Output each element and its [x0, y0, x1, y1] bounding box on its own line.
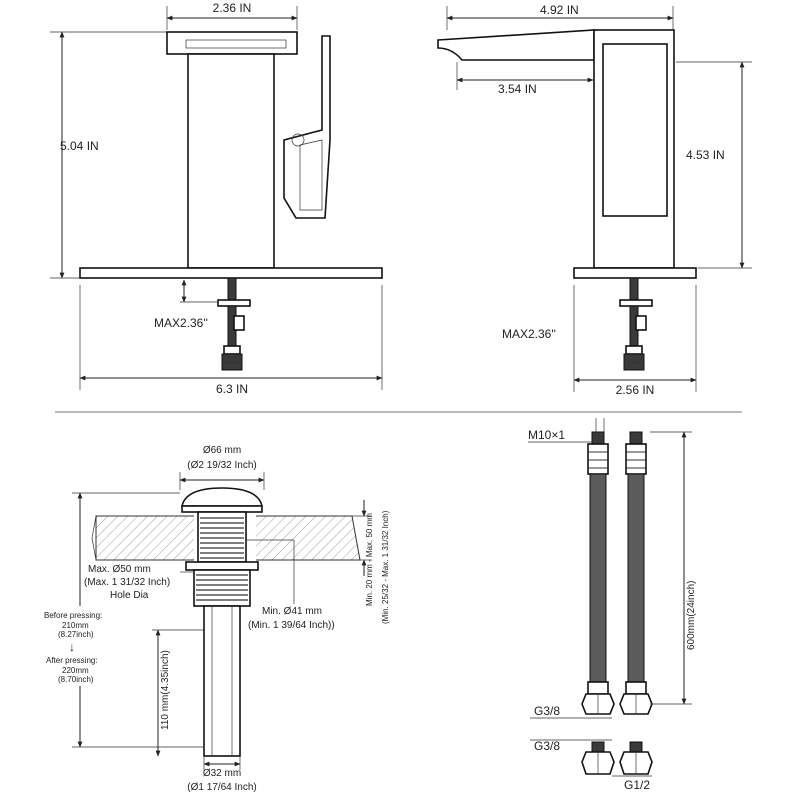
- drain-before-in: (8.27inch): [58, 630, 94, 639]
- hose-connector-a-label: G3/8: [534, 704, 560, 718]
- front-deck-plate: [79, 267, 383, 279]
- hose-right: [619, 431, 653, 715]
- side-spout: [437, 29, 595, 61]
- drain-tailpiece: [203, 605, 241, 757]
- front-spout-slot: [185, 39, 287, 49]
- drain-hole-min-mm: Min. Ø41 mm: [262, 606, 322, 617]
- connector-g12: [619, 741, 653, 775]
- drain-hole-label: Hole Dia: [110, 590, 149, 601]
- front-top-width-label: 2.36 IN: [213, 1, 252, 15]
- drain-before-label: Before pressing:: [44, 611, 102, 620]
- drain-cap-diameter-mm: Ø66 mm: [203, 445, 241, 456]
- drain-after-label: After pressing:: [46, 656, 98, 665]
- front-spout-block: [166, 31, 298, 55]
- drain-hole-min-in: (Min. 1 39/64 Inch)): [248, 620, 335, 631]
- side-base-width-label: 2.56 IN: [616, 383, 655, 397]
- side-handle-plate: [602, 43, 668, 217]
- drain-view: Ø66 mm (Ø2 19/32 Inch): [44, 445, 390, 793]
- front-faucet-column: [187, 53, 275, 269]
- drain-tail-length: 110 mm(4.35inch): [160, 650, 171, 730]
- drain-after-in: (8.70inch): [58, 675, 94, 684]
- front-handle: [283, 35, 331, 219]
- front-max-below-label: MAX2.36'': [154, 316, 208, 330]
- drain-thickness-in: (Min. 25/32 - Max. 1 31/32 Inch): [381, 510, 390, 624]
- side-spout-reach-label: 3.54 IN: [498, 82, 537, 96]
- drain-hole-max-mm: Max. Ø50 mm: [88, 564, 151, 575]
- side-deck-plate: [573, 267, 697, 279]
- drain-cap-diameter-in: (Ø2 19/32 Inch): [187, 460, 256, 471]
- drain-tail-diameter-in: (Ø1 17/64 Inch): [187, 782, 256, 793]
- drain-tail-diameter-mm: Ø32 mm: [203, 768, 241, 779]
- drain-cap: [181, 487, 263, 507]
- side-height-label: 4.53 IN: [686, 148, 725, 162]
- front-height-label: 5.04 IN: [60, 139, 99, 153]
- drain-after-mm: 220mm: [62, 666, 89, 675]
- front-base-width-label: 6.3 IN: [216, 382, 248, 396]
- drain-threaded-body: [197, 511, 247, 563]
- hose-connector-b-label: G3/8: [534, 739, 560, 753]
- hose-length-label: 600mm(24inch): [686, 581, 697, 650]
- side-max-below-label: MAX2.36'': [502, 327, 556, 341]
- hoses-view: M10×1 600mm(24inch) G3/8 G3/8 G1/2: [528, 418, 697, 792]
- hose-connector-c-label: G1/2: [624, 778, 650, 792]
- connector-g38: [581, 741, 615, 775]
- side-view: 4.92 IN 3.54 IN 4.53 IN MAX2.36'' 2.56 I…: [437, 3, 752, 397]
- drain-before-mm: 210mm: [62, 621, 89, 630]
- drain-hole-max-in: (Max. 1 31/32 Inch): [84, 577, 170, 588]
- drain-arrow: ↓: [69, 640, 75, 654]
- hose-left: [581, 431, 615, 715]
- hose-thread-top-label: M10×1: [528, 428, 565, 442]
- drain-thickness-mm: Min. 20 mm - Max. 50 mm: [365, 513, 374, 606]
- side-length-label: 4.92 IN: [540, 3, 579, 17]
- front-view: 2.36 IN 5.04 IN MAX2.36'' 6.3 IN: [50, 1, 383, 396]
